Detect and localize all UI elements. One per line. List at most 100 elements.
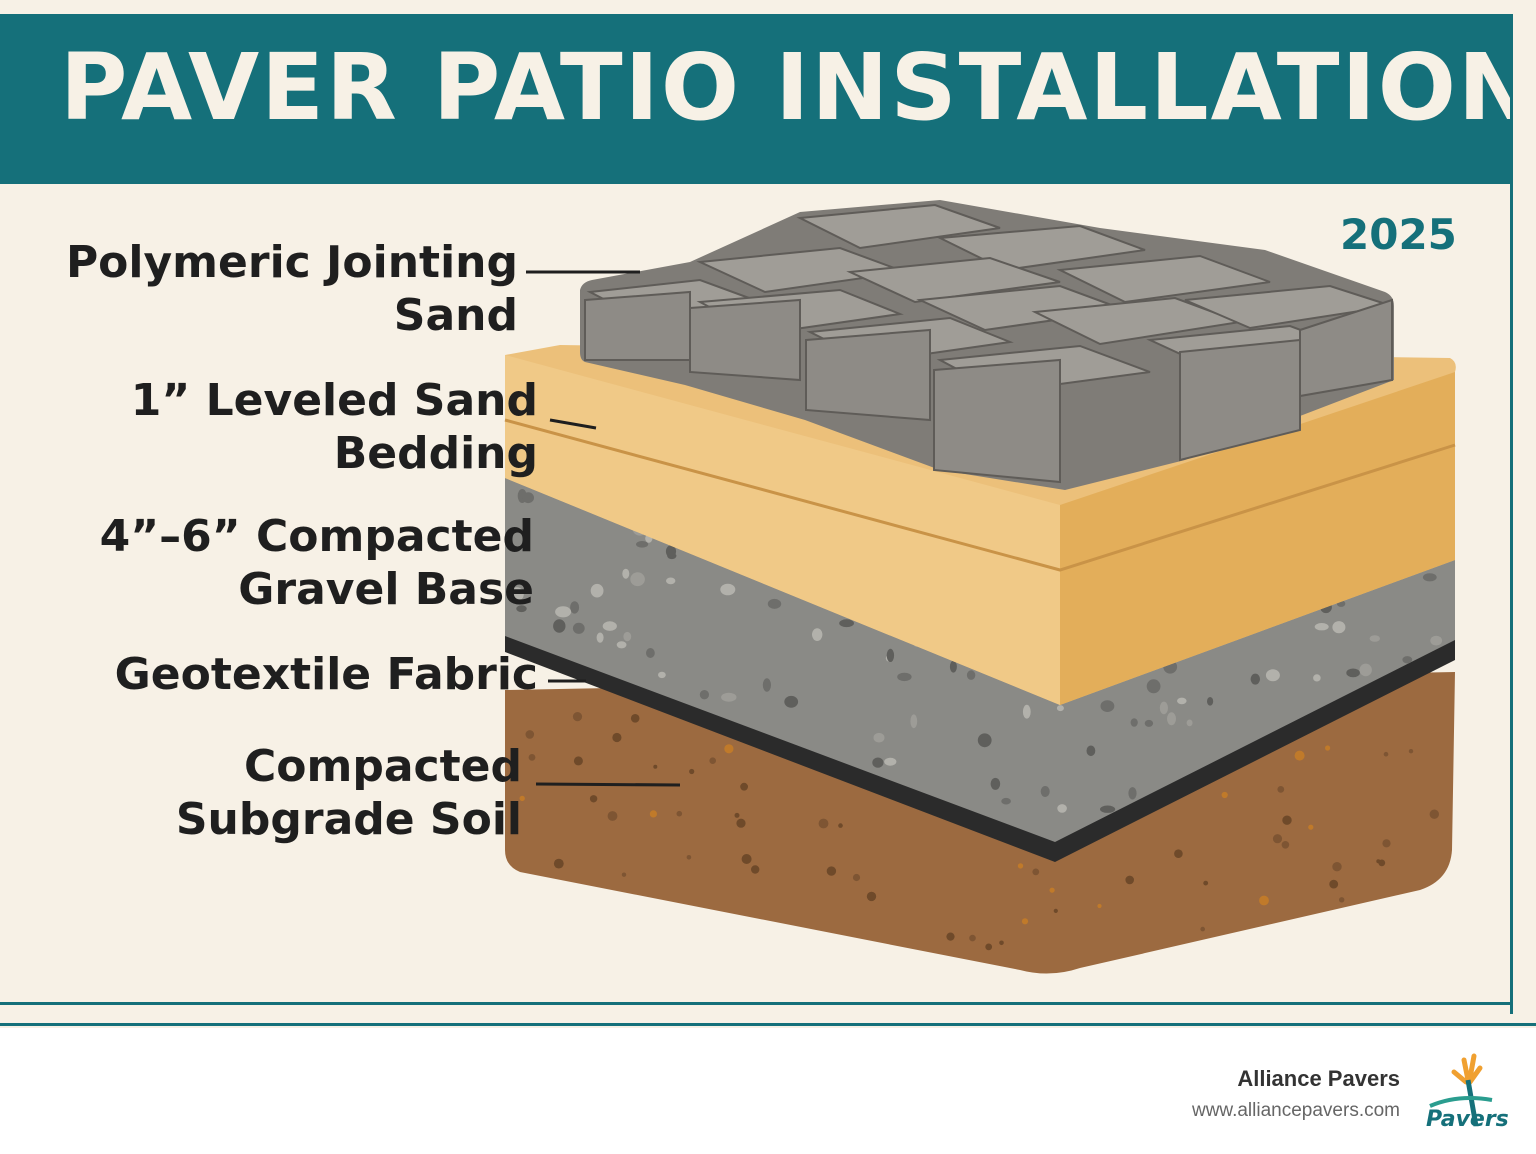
paver-side bbox=[1179, 338, 1301, 462]
gravel-stone bbox=[623, 631, 632, 642]
gravel-stone bbox=[1130, 718, 1138, 727]
gravel-stone bbox=[1100, 700, 1115, 712]
soil-speck bbox=[741, 854, 752, 864]
gravel-stone bbox=[630, 572, 645, 587]
gravel-stone bbox=[1402, 656, 1413, 664]
gravel-stone bbox=[1250, 673, 1261, 685]
gravel-stone bbox=[622, 568, 630, 579]
gravel-stone bbox=[949, 660, 957, 673]
soil-speck bbox=[676, 810, 683, 817]
soil-speck bbox=[528, 754, 536, 761]
gravel-stone bbox=[767, 598, 782, 609]
soil-speck bbox=[1277, 786, 1285, 793]
gravel-stone bbox=[596, 632, 604, 643]
gravel-stone bbox=[721, 692, 737, 702]
gravel-stone bbox=[873, 732, 885, 743]
soil-speck bbox=[525, 730, 535, 739]
gravel-stone bbox=[1314, 623, 1329, 631]
soil-speck bbox=[999, 940, 1004, 946]
gravel-stone bbox=[636, 541, 649, 548]
gravel-stone bbox=[1346, 668, 1360, 678]
soil-speck bbox=[589, 795, 598, 803]
gravel-stone bbox=[1265, 669, 1280, 682]
gravel-stone bbox=[1040, 786, 1050, 797]
gravel-stone bbox=[570, 601, 580, 614]
soil-speck bbox=[724, 744, 734, 754]
paver-side bbox=[805, 328, 931, 422]
gravel-stone bbox=[720, 583, 736, 596]
gravel-stone bbox=[910, 714, 918, 729]
gravel-stone bbox=[1159, 701, 1168, 715]
company-name: Alliance Pavers bbox=[1237, 1066, 1400, 1091]
page-title: PAVER PATIO INSTALLATION bbox=[60, 34, 1536, 141]
gravel-stone bbox=[1430, 635, 1443, 646]
label-line: 4”–6” Compacted bbox=[99, 511, 534, 562]
soil-speck bbox=[1383, 751, 1389, 757]
gravel-stone bbox=[516, 605, 527, 613]
leader-line-sand-bedding bbox=[549, 418, 597, 430]
soil-speck bbox=[1174, 849, 1183, 858]
soil-speck bbox=[572, 712, 583, 722]
label-sand-bedding: 1” Leveled Sand Bedding bbox=[131, 374, 538, 480]
soil-speck bbox=[1272, 834, 1283, 844]
soil-speck bbox=[1378, 859, 1386, 867]
soil-speck bbox=[818, 818, 829, 829]
soil-speck bbox=[1382, 839, 1391, 848]
label-line: Compacted bbox=[243, 741, 522, 792]
gravel-stone bbox=[1167, 712, 1176, 726]
soil-speck bbox=[1281, 841, 1290, 849]
layer-cross-section bbox=[504, 200, 1456, 974]
gravel-stone bbox=[1146, 679, 1161, 694]
gravel-stone bbox=[1207, 697, 1214, 706]
soil-speck bbox=[630, 714, 640, 723]
sand-bedding-line bbox=[504, 418, 1456, 572]
soil-speck bbox=[1049, 887, 1055, 893]
soil-speck bbox=[736, 818, 746, 828]
soil-speck bbox=[653, 764, 658, 769]
gravel-stone bbox=[1128, 787, 1137, 800]
soil-speck bbox=[1329, 879, 1339, 889]
soil-speck bbox=[740, 782, 748, 791]
soil-speck bbox=[1294, 750, 1305, 761]
paver-top bbox=[796, 203, 1001, 250]
label-line: Geotextile Fabric bbox=[114, 649, 538, 700]
gravel-stone bbox=[977, 733, 992, 748]
soil-speck bbox=[1032, 868, 1040, 876]
soil-speck bbox=[1017, 863, 1024, 869]
gravel-stone bbox=[812, 628, 823, 641]
website-link[interactable]: www.alliancepavers.com bbox=[1191, 1100, 1400, 1121]
gravel-stone bbox=[572, 622, 585, 634]
label-line: Sand bbox=[393, 290, 518, 341]
logo-wordmark: Pavers bbox=[1426, 1107, 1508, 1132]
soil-speck bbox=[1308, 824, 1314, 830]
frame-border-right bbox=[1510, 14, 1513, 1014]
soil-speck bbox=[985, 943, 993, 951]
label-subgrade: Compacted Subgrade Soil bbox=[176, 740, 522, 846]
paver-grid bbox=[580, 200, 1394, 490]
soil-speck bbox=[946, 932, 955, 941]
soil-speck bbox=[1408, 749, 1414, 754]
soil-speck bbox=[826, 866, 837, 876]
gravel-stone bbox=[699, 690, 710, 700]
soil-speck bbox=[1200, 926, 1205, 932]
sand-bedding-front bbox=[1060, 372, 1455, 705]
gravel-stone bbox=[1100, 805, 1116, 813]
soil-speck bbox=[1203, 880, 1209, 886]
soil-speck bbox=[751, 865, 760, 874]
soil-speck bbox=[1332, 862, 1342, 872]
gravel-stone bbox=[646, 648, 655, 658]
soil-speck bbox=[866, 891, 877, 902]
soil-speck bbox=[1325, 745, 1331, 751]
gravel-stone bbox=[872, 757, 884, 768]
soil-speck bbox=[1097, 903, 1102, 909]
gravel-stone bbox=[1022, 704, 1031, 719]
gravel-stone bbox=[665, 545, 677, 558]
label-line: Subgrade Soil bbox=[175, 794, 522, 845]
gravel-stone bbox=[990, 777, 1001, 790]
soil-speck bbox=[969, 934, 976, 942]
soil-speck bbox=[734, 812, 740, 818]
soil-speck bbox=[1021, 918, 1029, 925]
gravel-stone bbox=[1313, 674, 1321, 682]
gravel-stone bbox=[884, 757, 897, 766]
gravel-stone bbox=[616, 641, 627, 649]
